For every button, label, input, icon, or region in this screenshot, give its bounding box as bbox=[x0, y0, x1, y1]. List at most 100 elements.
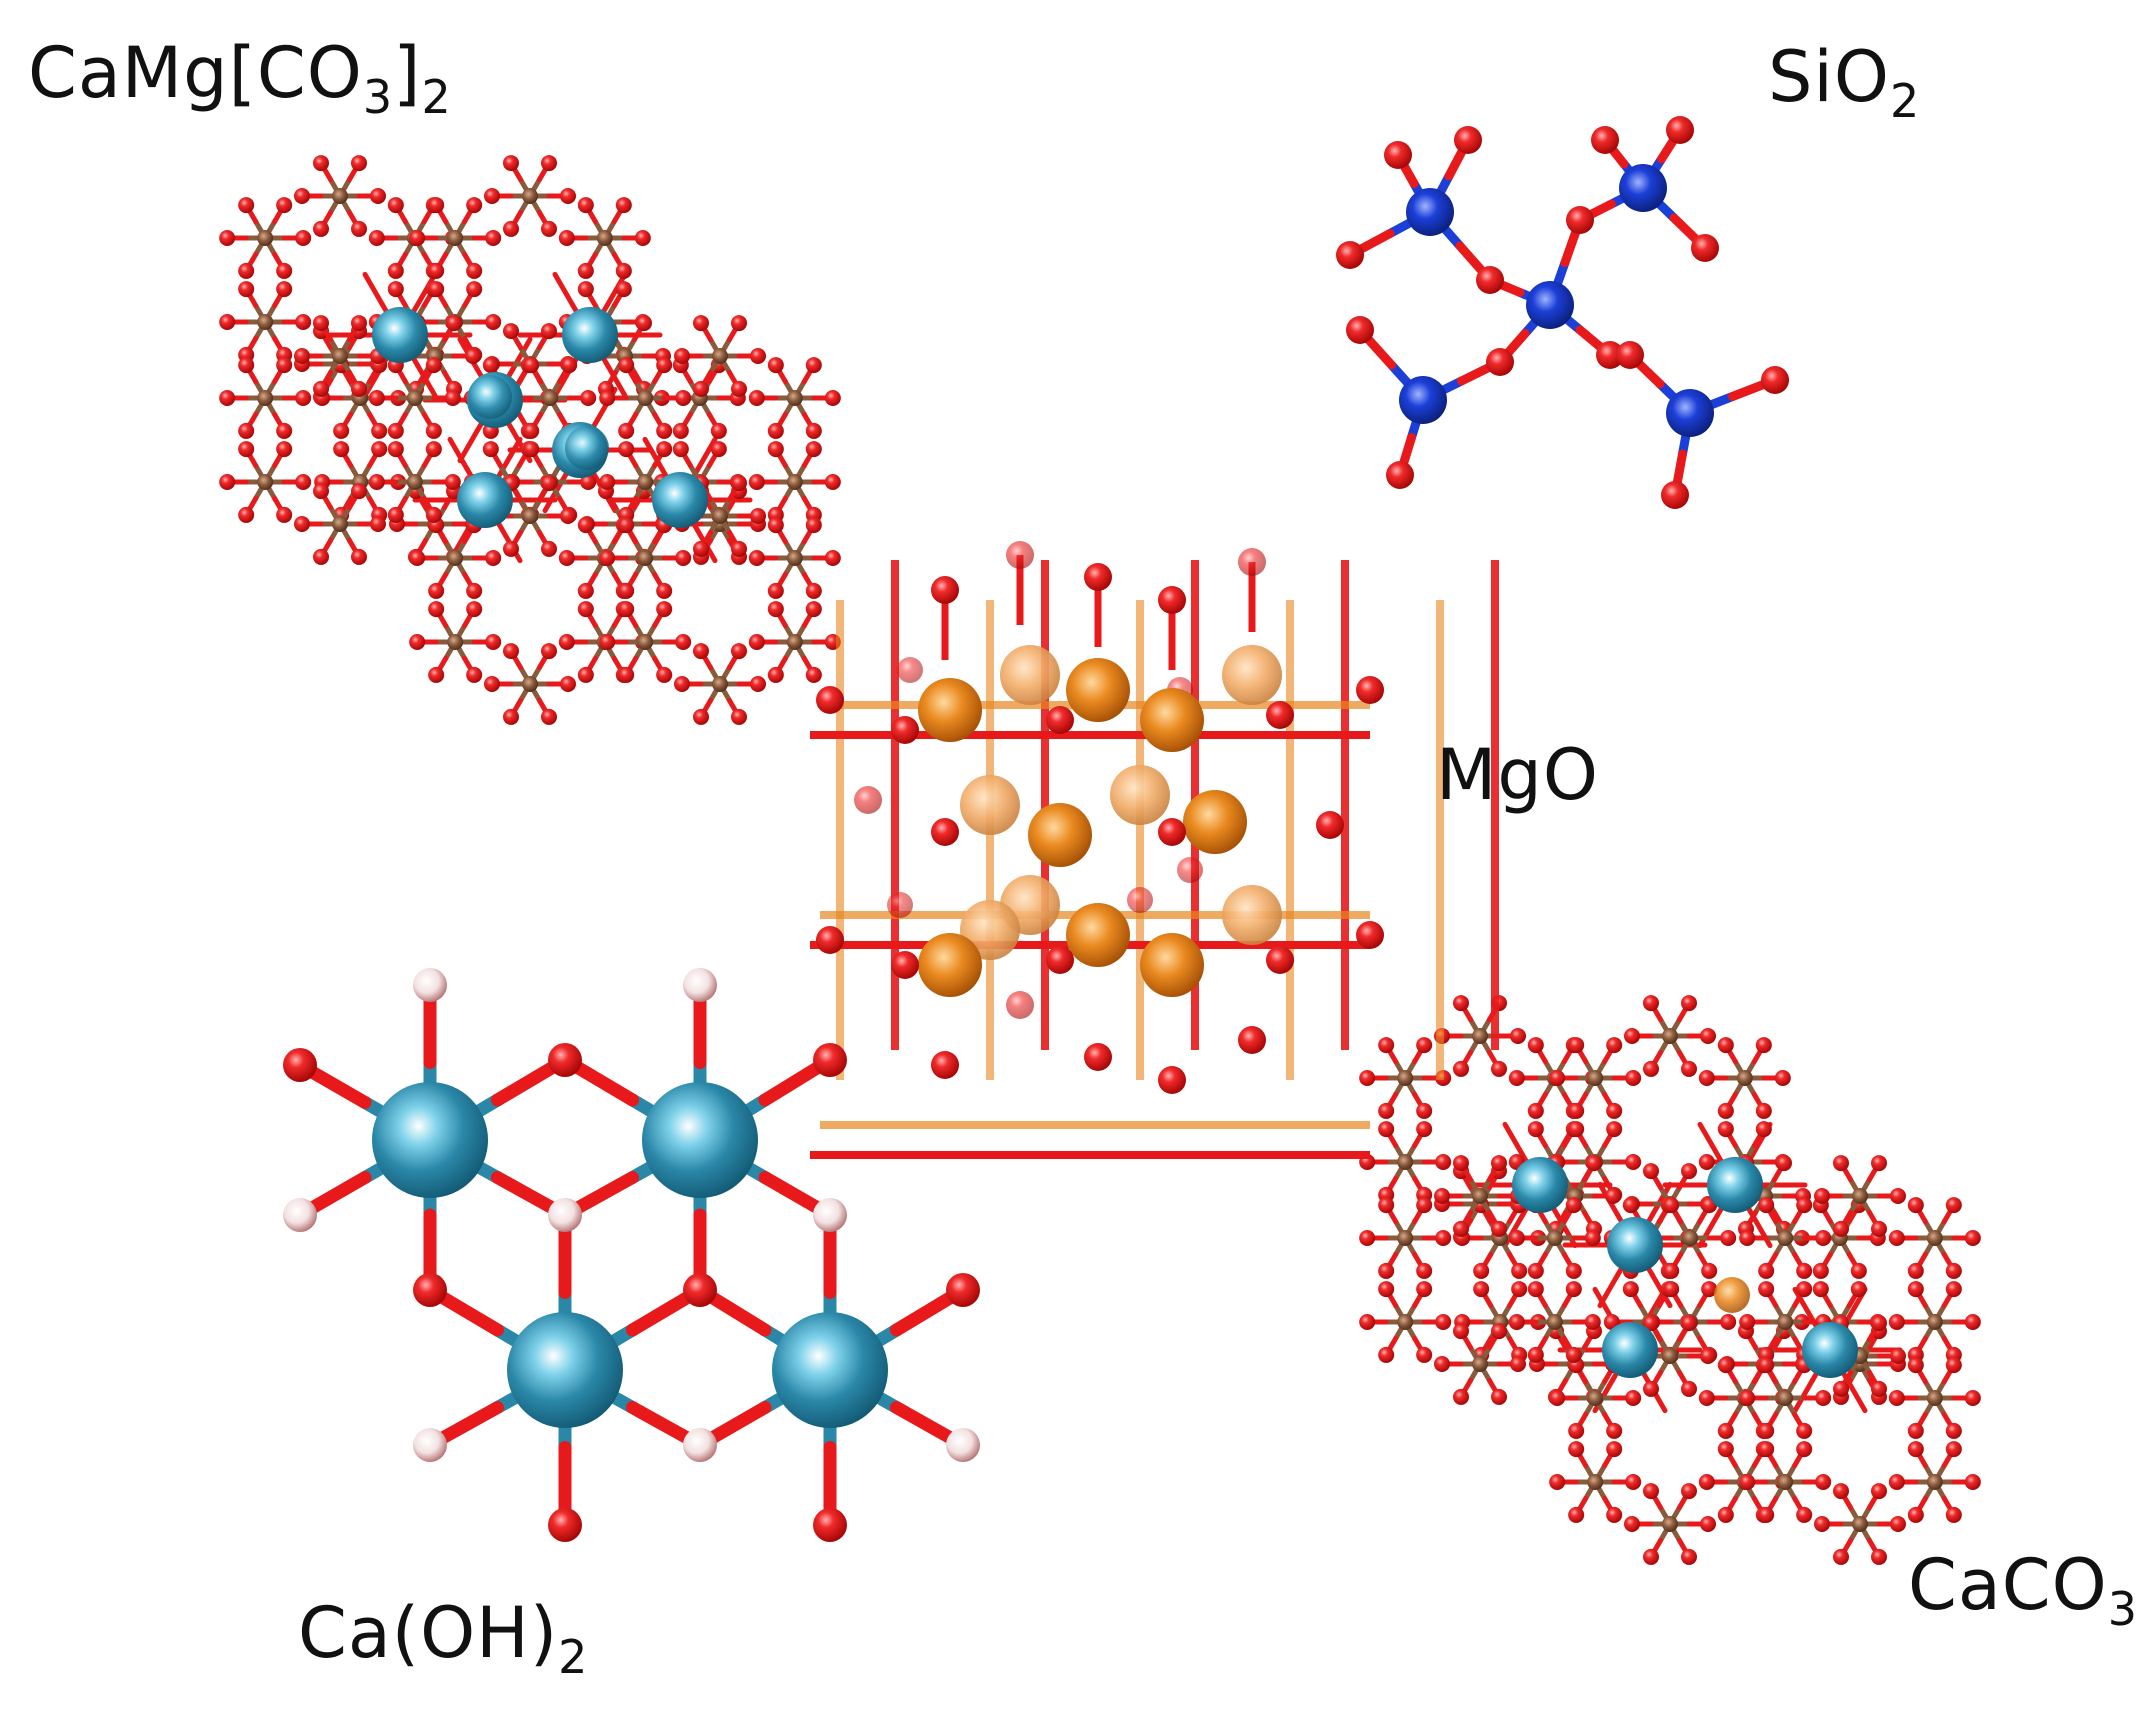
oxygen-atom bbox=[897, 657, 923, 683]
oxygen-atom bbox=[446, 315, 462, 332]
oxygen-atom bbox=[276, 422, 293, 439]
oxygen-atom bbox=[238, 441, 255, 458]
oxygen-atom bbox=[805, 601, 822, 618]
oxygen-atom bbox=[824, 474, 841, 490]
carbon-atom bbox=[1662, 1348, 1678, 1364]
oxygen-atom bbox=[580, 390, 597, 406]
magnesium-atom bbox=[1066, 903, 1130, 967]
carbon-atom bbox=[1587, 1474, 1604, 1490]
oxygen-atom bbox=[1871, 1315, 1887, 1332]
oxygen-atom bbox=[1473, 1262, 1490, 1279]
oxygen-atom bbox=[891, 951, 919, 979]
oxygen-atom bbox=[1681, 1315, 1697, 1332]
oxygen-atom bbox=[1046, 706, 1074, 734]
oxygen-atom bbox=[805, 441, 822, 458]
oxygen-atom bbox=[1815, 1230, 1832, 1246]
oxygen-atom bbox=[1568, 1422, 1585, 1439]
oxygen-atom bbox=[238, 357, 255, 374]
carbon-atom bbox=[1662, 1028, 1678, 1044]
carbon-atom bbox=[1777, 1230, 1794, 1246]
oxygen-atom bbox=[816, 926, 844, 954]
oxygen-atom bbox=[1084, 563, 1112, 591]
carbon-atom bbox=[596, 230, 613, 246]
oxygen-atom bbox=[1565, 1346, 1582, 1363]
oxygen-atom bbox=[485, 314, 502, 330]
carbon-atom bbox=[1472, 1028, 1488, 1044]
oxygen-atom bbox=[1386, 461, 1414, 489]
oxygen-atom bbox=[1127, 887, 1153, 913]
carbon-atom bbox=[637, 550, 654, 566]
oxygen-atom bbox=[1486, 348, 1514, 376]
oxygen-atom bbox=[219, 314, 236, 330]
oxygen-atom bbox=[313, 483, 329, 500]
calcium-atom bbox=[372, 1082, 488, 1198]
oxygen-atom bbox=[1510, 1356, 1526, 1372]
oxygen-atom bbox=[1378, 1346, 1395, 1363]
oxygen-atom bbox=[731, 315, 747, 332]
hydroxyl-atom bbox=[413, 1428, 447, 1462]
oxygen-atom bbox=[931, 1051, 959, 1079]
carbon-atom bbox=[1926, 1390, 1943, 1406]
oxygen-atom bbox=[523, 422, 540, 439]
oxygen-atom bbox=[674, 676, 690, 692]
oxygen-atom bbox=[558, 550, 575, 566]
oxygen-atom bbox=[561, 357, 578, 374]
oxygen-atom bbox=[1666, 116, 1694, 144]
oxygen-atom bbox=[693, 708, 709, 725]
oxygen-atom bbox=[425, 441, 442, 458]
calcium-atom bbox=[772, 1312, 888, 1428]
oxygen-atom bbox=[1907, 1357, 1924, 1374]
oxygen-atom bbox=[1758, 1357, 1775, 1374]
portlandite-structure bbox=[283, 968, 980, 1542]
oxygen-atom bbox=[580, 474, 597, 490]
oxygen-atom bbox=[1796, 1441, 1813, 1458]
oxygen-atom bbox=[656, 582, 673, 599]
bond bbox=[1792, 1286, 1815, 1323]
oxygen-atom bbox=[748, 474, 765, 490]
oxygen-atom bbox=[767, 357, 784, 374]
oxygen-atom bbox=[351, 483, 367, 500]
portlandite-formula-label: Ca(OH)2 bbox=[298, 1592, 589, 1684]
oxygen-atom bbox=[1158, 1066, 1186, 1094]
carbon-atom bbox=[257, 314, 274, 330]
carbon-atom bbox=[332, 348, 348, 364]
hydroxyl-atom bbox=[683, 968, 717, 1002]
oxygen-atom bbox=[1907, 1441, 1924, 1458]
oxygen-atom bbox=[1568, 1121, 1585, 1138]
oxygen-atom bbox=[805, 582, 822, 599]
oxygen-atom bbox=[503, 708, 519, 725]
oxygen-atom bbox=[1606, 1121, 1623, 1138]
oxygen-atom bbox=[1758, 1441, 1775, 1458]
oxygen-atom bbox=[656, 422, 673, 439]
hydroxyl-atom bbox=[813, 1198, 847, 1232]
oxygen-atom bbox=[313, 155, 329, 172]
oxygen-atom bbox=[1871, 1380, 1887, 1397]
oxygen-atom bbox=[767, 666, 784, 683]
oxygen-atom bbox=[1596, 341, 1624, 369]
oxygen-atom bbox=[1871, 1155, 1887, 1172]
oxygen-atom bbox=[1907, 1197, 1924, 1214]
oxygen-atom bbox=[413, 1273, 447, 1307]
oxygen-atom bbox=[824, 390, 841, 406]
bond bbox=[695, 436, 718, 473]
oxygen-atom bbox=[219, 230, 236, 246]
calcium-atom bbox=[562, 307, 618, 363]
oxygen-atom bbox=[1527, 1281, 1544, 1298]
oxygen-atom bbox=[1717, 1422, 1734, 1439]
oxygen-atom bbox=[1814, 1516, 1830, 1532]
oxygen-atom bbox=[466, 582, 483, 599]
carbon-atom bbox=[1472, 1356, 1488, 1372]
bond bbox=[605, 362, 628, 399]
oxygen-atom bbox=[1527, 1346, 1544, 1363]
oxygen-atom bbox=[618, 601, 635, 618]
oxygen-atom bbox=[387, 262, 404, 279]
oxygen-atom bbox=[1717, 1441, 1734, 1458]
oxygen-atom bbox=[577, 517, 594, 534]
carbon-atom bbox=[1472, 1188, 1488, 1204]
oxygen-atom bbox=[425, 357, 442, 374]
oxygen-atom bbox=[1266, 946, 1294, 974]
oxygen-atom bbox=[238, 422, 255, 439]
oxygen-atom bbox=[466, 281, 483, 298]
oxygen-atom bbox=[1774, 1070, 1791, 1086]
oxygen-atom bbox=[1701, 1262, 1718, 1279]
